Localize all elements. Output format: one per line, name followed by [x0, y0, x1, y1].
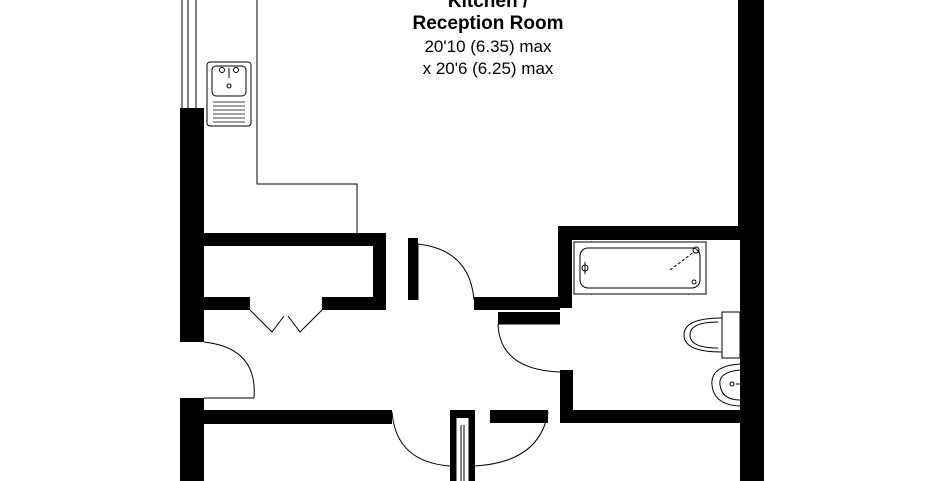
wall-corridor-top-mid	[322, 297, 386, 310]
entrance-frame-left	[450, 410, 456, 481]
wall-bath-door-jamb	[498, 312, 560, 324]
bathtub-icon	[573, 241, 707, 295]
wall-door-jamb	[408, 238, 418, 300]
washbasin-icon	[711, 363, 741, 407]
doors	[203, 243, 561, 481]
walls	[180, 0, 764, 481]
cupboard-bifold-door	[249, 309, 323, 333]
wall-cupboard-right	[373, 233, 386, 299]
wall-corridor-top-left2	[204, 297, 250, 310]
room-name-line1: Kitchen /	[448, 0, 529, 12]
left-door	[203, 341, 255, 399]
wall-corridor-bottom-right	[490, 410, 548, 423]
wall-corridor-top-right	[474, 297, 560, 310]
wall-bathroom-left-low	[560, 370, 573, 412]
room-dimension-line1: 20'10 (6.35) max	[424, 37, 552, 56]
sink-icon	[206, 61, 252, 127]
wall-bathroom-top	[558, 226, 764, 240]
entrance-frame-top	[450, 410, 475, 418]
toilet-icon	[683, 311, 741, 359]
wall-left-upper	[180, 108, 204, 342]
wall-right-lower	[740, 235, 764, 481]
wall-corridor-bottom-left	[180, 410, 392, 424]
entrance-frame-right	[469, 410, 475, 481]
wall-right-main	[738, 0, 764, 235]
room-label-kitchen: Kitchen / Reception Room 20'10 (6.35) ma…	[413, 0, 564, 78]
bathroom-door	[497, 323, 561, 373]
kitchen-door	[417, 243, 475, 301]
wall-corridor-top-left	[180, 233, 386, 246]
entrance-door-right	[474, 411, 549, 467]
room-dimension-line2: x 20'6 (6.25) max	[423, 59, 554, 78]
kitchen-worktop	[181, 0, 358, 233]
wall-bathroom-left	[558, 226, 572, 308]
room-name-line2: Reception Room	[413, 13, 564, 34]
entrance-door-left	[391, 411, 451, 467]
wall-bathroom-bottom	[560, 410, 764, 423]
